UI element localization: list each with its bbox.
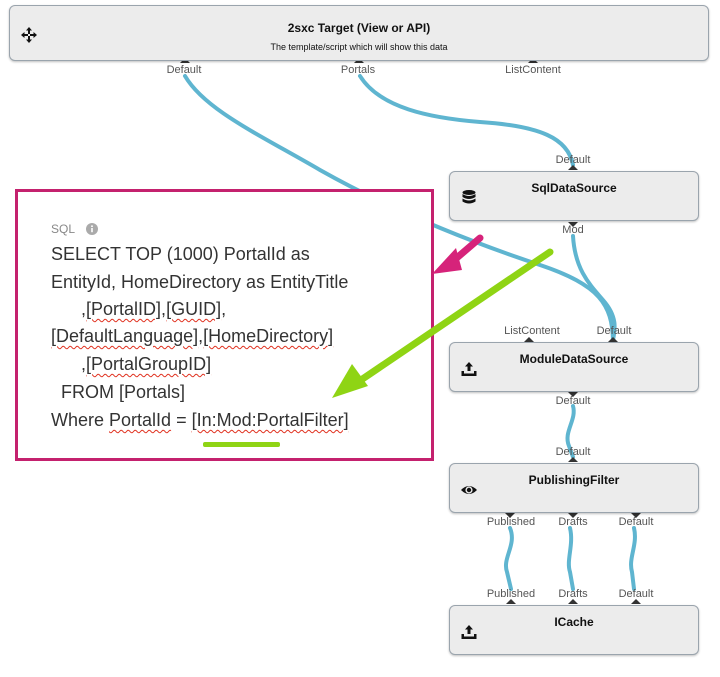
sql-query-panel: SQL SELECT TOP (1000) PortalId as EntityI… xyxy=(15,189,434,461)
sql-token-flagged: [HomeDirectory] xyxy=(203,326,334,346)
sql-token-flagged: PortalId xyxy=(109,410,172,430)
move-arrows-icon xyxy=(21,27,37,43)
sql-datasource-node[interactable]: SqlDataSource xyxy=(449,171,699,221)
sql-line: FROM [Portals] xyxy=(51,382,185,403)
sql-line: EntityId, HomeDirectory as EntityTitle xyxy=(51,272,348,293)
sql-line: ,[PortalGroupID] xyxy=(51,354,211,375)
sql-token-flagged: [In:Mod:PortalFilter] xyxy=(191,410,349,430)
sql-token-flagged: [PortalID] xyxy=(86,299,162,319)
port-target-listcontent[interactable]: ListContent xyxy=(505,64,561,76)
sql-line: [DefaultLanguage],[HomeDirectory] xyxy=(51,326,333,347)
sql-token: , xyxy=(198,326,204,346)
sql-token-flagged: [PortalGroupID] xyxy=(86,354,212,374)
database-icon xyxy=(462,190,476,204)
port-publishing-drafts[interactable]: Drafts xyxy=(558,516,588,528)
port-target-portals[interactable]: Portals xyxy=(340,64,376,76)
sql-line: SELECT TOP (1000) PortalId as xyxy=(51,244,310,265)
module-datasource-node[interactable]: ModuleDataSource xyxy=(449,342,699,392)
target-description: The template/script which will show this… xyxy=(270,42,448,52)
sql-token: = xyxy=(171,410,192,430)
target-node[interactable]: 2sxc Target (View or API) The template/s… xyxy=(9,5,709,61)
target-title: 2sxc Target (View or API) xyxy=(287,21,431,35)
wire-target-portals xyxy=(358,74,575,167)
port-publishing-default-in[interactable]: Default xyxy=(618,516,654,528)
publishing-filter-node[interactable]: PublishingFilter xyxy=(449,463,699,513)
port-module-listcontent[interactable]: ListContent xyxy=(504,325,560,337)
sql-line: ,[PortalID],[GUID], xyxy=(51,299,226,320)
icache-title: ICache xyxy=(554,615,594,629)
info-icon[interactable] xyxy=(86,223,98,235)
sql-token: , xyxy=(161,299,167,319)
icache-node[interactable]: ICache xyxy=(449,605,699,655)
sql-token: , xyxy=(221,299,227,319)
sql-token-flagged: [DefaultLanguage] xyxy=(51,326,199,346)
port-sql-mod[interactable]: Mod xyxy=(562,224,584,236)
module-title: ModuleDataSource xyxy=(519,352,629,366)
sql-label: SQL xyxy=(51,222,76,236)
port-target-default[interactable]: Default xyxy=(166,64,202,76)
sql-token: , xyxy=(51,299,87,319)
port-icache-drafts[interactable]: Drafts xyxy=(558,588,588,600)
wire-drafts xyxy=(566,526,575,591)
wire-published xyxy=(503,526,514,591)
port-icache-default[interactable]: Default xyxy=(618,588,654,600)
port-module-default-out[interactable]: Default xyxy=(596,325,632,337)
sql-token: EntityId, HomeDirectory as EntityTitle xyxy=(51,272,349,292)
sql-line: Where PortalId = [In:Mod:PortalFilter] xyxy=(51,410,349,431)
eye-icon xyxy=(461,486,477,494)
wire-default xyxy=(629,526,637,591)
upload-tray-icon xyxy=(461,625,477,639)
sql-token: , xyxy=(51,354,87,374)
publishing-title: PublishingFilter xyxy=(528,473,620,487)
sql-token-flagged: [GUID] xyxy=(166,299,222,319)
port-publishing-published[interactable]: Published xyxy=(486,516,536,528)
sql-token: FROM [Portals] xyxy=(51,382,186,402)
port-icache-published[interactable]: Published xyxy=(486,588,536,600)
wire-module-publishing xyxy=(565,404,576,459)
port-publishing-default-out[interactable]: Default xyxy=(555,446,591,458)
port-module-default-in[interactable]: Default xyxy=(555,395,591,407)
wire-sql-mod xyxy=(571,234,617,342)
port-sql-default[interactable]: Default xyxy=(555,154,591,166)
sql-title: SqlDataSource xyxy=(531,181,617,195)
sql-token: SELECT TOP (1000) PortalId as xyxy=(51,244,310,264)
sql-token: Where xyxy=(51,410,110,430)
